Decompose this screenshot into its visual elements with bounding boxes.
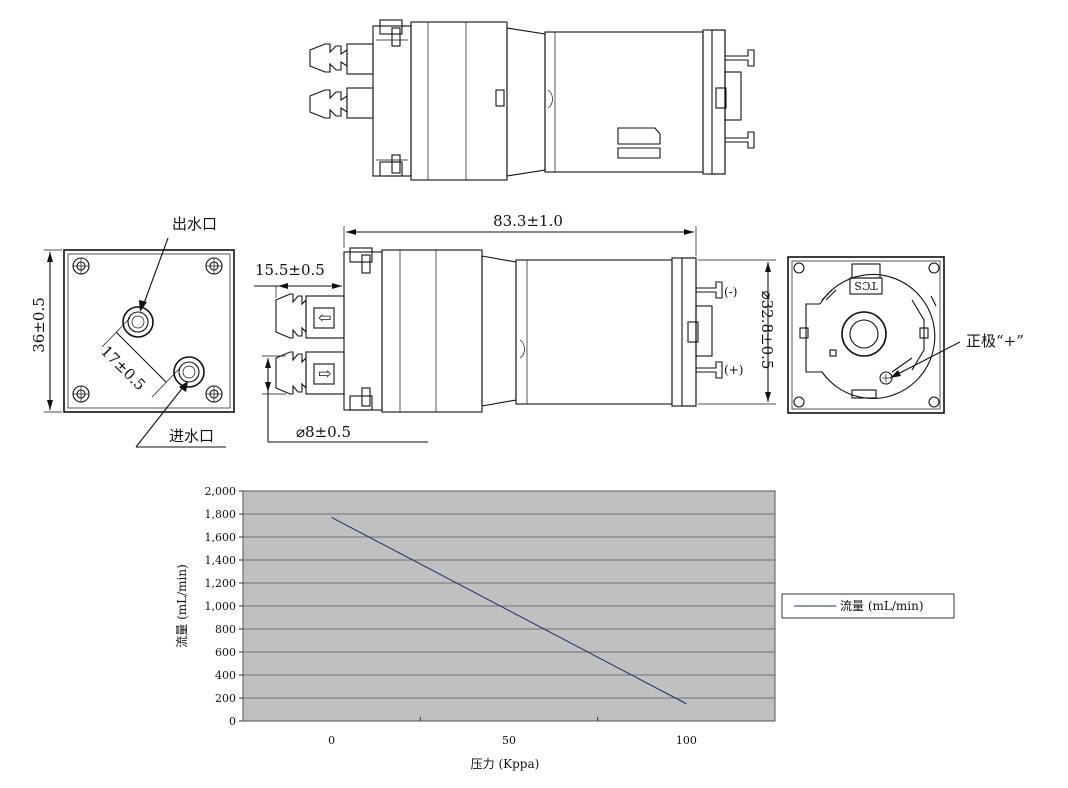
y-tick-label: 2,000 [205,485,237,498]
y-tick-label: 1,200 [205,577,237,590]
inlet-flow-arrow: ⇨ [318,364,331,383]
y-tick-label: 1,800 [205,508,237,521]
side-nozzle-lower: ⇨ [275,351,345,395]
side-view-drawing: ⇦ ⇨ (-) (+) [254,212,776,443]
screw-bottom-left [72,385,90,403]
front-view-drawing: 出水口 进水口 17±0.5 36±0.5 [30,215,235,448]
inlet-label: 进水口 [169,427,214,445]
y-tick-label: 400 [215,669,236,682]
y-tick-label: 600 [215,646,236,659]
series-line [331,517,687,705]
top-nozzle-lower [309,87,374,119]
screw-bottom-right [205,385,223,403]
spacing-dimension: 17±0.5 [97,342,149,394]
nozzle-diameter-dimension: ⌀8±0.5 [296,423,351,441]
y-tick-label: 800 [215,623,236,636]
height-dimension: 36±0.5 [30,297,48,353]
x-tick-label: 50 [502,734,516,747]
top-view-drawing [309,19,755,181]
y-tick-label: 1,600 [205,531,237,544]
y-tick-label: 1,400 [205,554,237,567]
top-nozzle-upper [309,43,374,75]
outlet-flow-arrow: ⇦ [318,308,331,327]
chart-series-layer [331,517,687,705]
chart-x-axis-label: 压力 (Kppa) [471,757,540,771]
terminal-plus-label: (+) [724,363,743,377]
length-dimension: 83.3±1.0 [493,212,563,230]
rear-view-drawing: TCS 正极“+” [787,256,1024,414]
inlet-port [173,356,205,388]
chart-legend: 流量 (mL/min) [781,593,955,619]
chart-x-ticks: 0 50 100 [328,717,697,747]
screw-top-right [205,257,223,275]
positive-terminal-label: 正极“+” [966,332,1024,350]
side-nozzle-upper: ⇦ [275,293,345,339]
terminal-minus-label: (-) [724,285,737,299]
chart-y-axis-label: 流量 (mL/min) [175,564,189,648]
outlet-port [122,306,154,338]
chart-y-ticks: 0 200 400 600 800 1,000 1,200 1,400 1,600 1,800 2,… [205,485,243,728]
motor-diameter-dimension: ⌀32.8±0.5 [758,291,776,370]
y-tick-label: 200 [215,692,236,705]
x-tick-label: 100 [676,734,697,747]
x-tick-label: 0 [328,734,335,747]
outlet-label: 出水口 [172,215,217,233]
chart-grid [243,513,775,699]
y-tick-label: 1,000 [205,600,237,613]
legend-series-label: 流量 (mL/min) [840,599,924,613]
nozzle-length-dimension: 15.5±0.5 [255,261,325,279]
flow-pressure-chart: 0 50 100 0 200 400 600 800 1,000 1,200 1,400 1,600… [175,485,955,771]
y-tick-label: 0 [229,715,236,728]
housing-mark: TCS [854,279,877,292]
screw-top-left [72,257,90,275]
